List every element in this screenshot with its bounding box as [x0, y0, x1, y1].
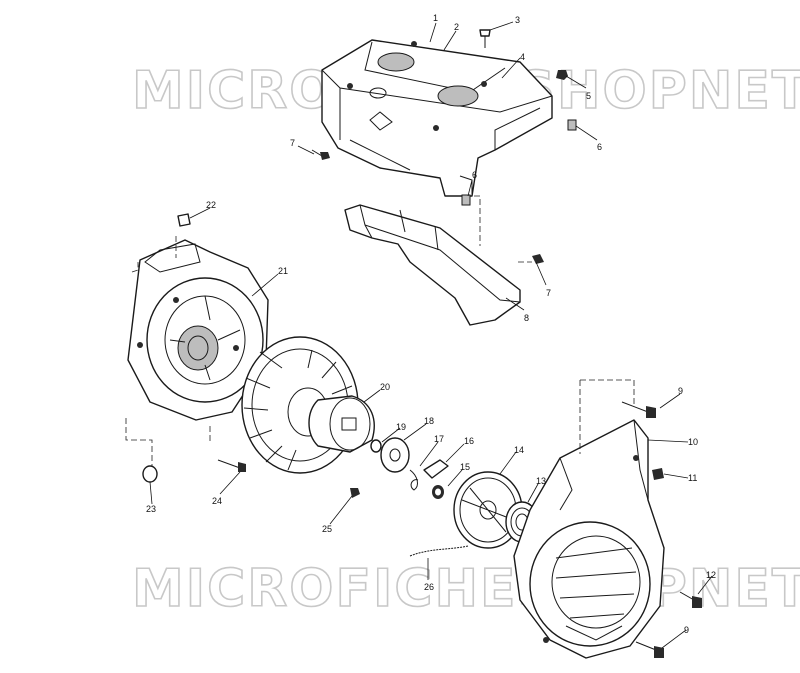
- callout-23: 23: [146, 504, 156, 514]
- callout-12: 12: [706, 570, 716, 580]
- callout-8: 8: [524, 313, 529, 323]
- plug-23: [142, 465, 158, 483]
- bolt-7-lower: [532, 254, 544, 264]
- nut-5: [556, 70, 568, 80]
- bolt-7-upper: [311, 149, 330, 160]
- callout-11: 11: [688, 473, 697, 483]
- nut-11: [652, 468, 664, 480]
- callout-7-upper: 7: [290, 138, 295, 148]
- callout-5: 5: [586, 91, 591, 101]
- nut-25: [350, 488, 360, 498]
- grommet-6-upper: [567, 119, 577, 131]
- washer-19: [370, 439, 382, 453]
- callout-22: 22: [206, 200, 216, 210]
- callout-18: 18: [424, 416, 434, 426]
- callout-1: 1: [433, 13, 438, 23]
- callout-14: 14: [514, 445, 524, 455]
- pulley-18: [380, 437, 410, 473]
- starter-rope-26: [409, 545, 469, 557]
- pin-22: [177, 213, 191, 227]
- bolt-9-lower: [635, 641, 664, 658]
- alignment-lines: [125, 195, 635, 466]
- callout-16: 16: [464, 436, 474, 446]
- spring-17: [409, 469, 419, 491]
- callout-20: 20: [380, 382, 390, 392]
- lower-duct-8: [344, 204, 521, 326]
- callout-labels: 1 2 3 4 5 6 6 7 7 8 9 9 10 11 12 13 14 1…: [146, 13, 716, 635]
- callout-2: 2: [454, 22, 459, 32]
- callout-17: 17: [434, 434, 444, 444]
- callout-9-upper: 9: [678, 386, 683, 396]
- callout-6-upper: 6: [597, 142, 602, 152]
- screw-3: [479, 29, 491, 48]
- bolt-24: [217, 459, 246, 472]
- callout-25: 25: [322, 524, 332, 534]
- callout-4: 4: [520, 52, 525, 62]
- callout-9-lower: 9: [684, 625, 689, 635]
- callout-24: 24: [212, 496, 222, 506]
- callout-15: 15: [460, 462, 470, 472]
- watermark-bottom: MICROFICHESHOPNET: [132, 559, 800, 619]
- grommet-6-lower: [461, 194, 471, 206]
- upper-shroud: [321, 39, 553, 197]
- recoil-reel-14: [453, 471, 523, 549]
- callout-19: 19: [396, 422, 406, 432]
- callout-10: 10: [688, 437, 698, 447]
- callout-21: 21: [278, 266, 288, 276]
- callout-7-lower: 7: [546, 288, 551, 298]
- callout-3: 3: [515, 15, 520, 25]
- callout-26: 26: [424, 582, 434, 592]
- pawl-16: [423, 459, 449, 479]
- flywheel-20: [308, 395, 375, 453]
- fan-housing-21: [127, 239, 269, 421]
- bolt-9-upper: [621, 401, 656, 418]
- leader-lines: [149, 21, 713, 649]
- callout-6-lower: 6: [472, 170, 477, 180]
- recoil-housing-10: [513, 419, 665, 659]
- callout-13: 13: [536, 476, 546, 486]
- bolt-12: [679, 591, 702, 608]
